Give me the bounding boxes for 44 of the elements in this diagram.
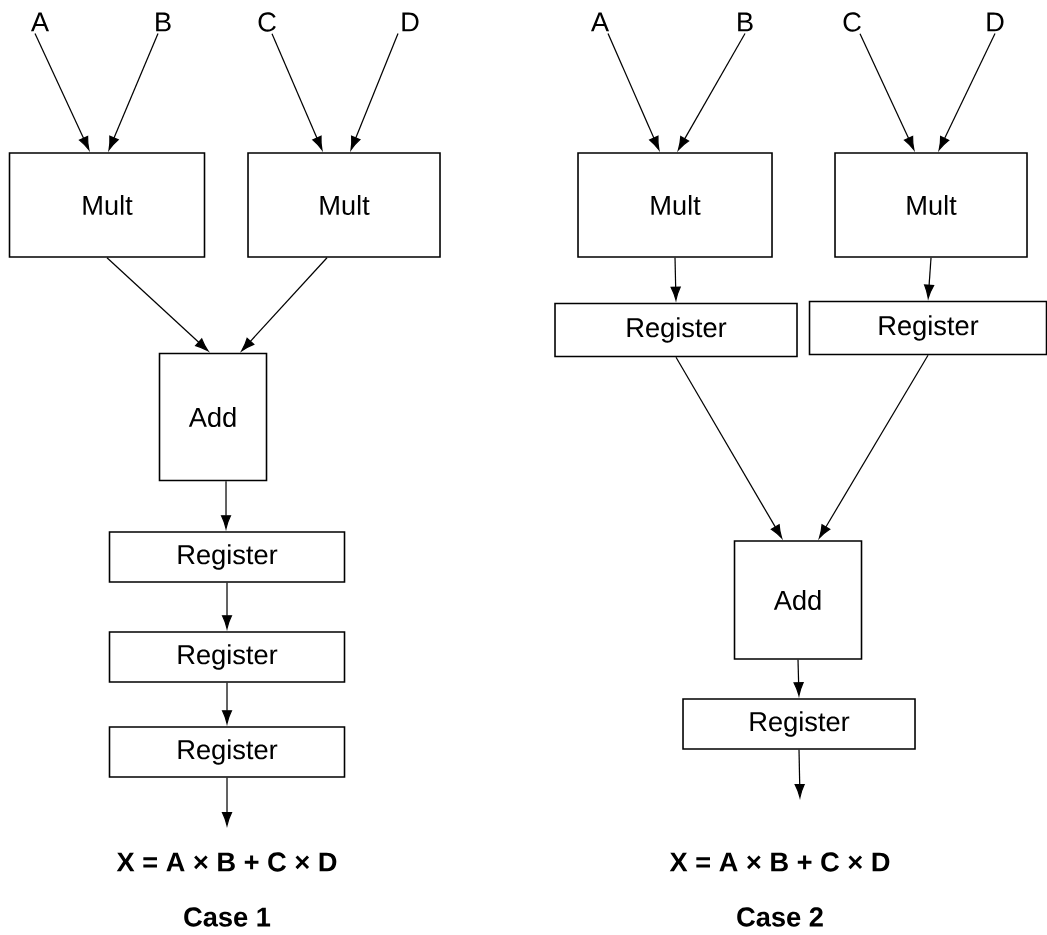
block-box: Register (108, 726, 346, 778)
arrow (271, 33, 323, 151)
arrow (793, 659, 804, 697)
input-label: C (843, 12, 861, 32)
block-box: Mult (577, 152, 773, 258)
block-box: Register (108, 631, 346, 683)
block-box: Register (682, 698, 916, 750)
arrow (34, 32, 90, 151)
arrow (938, 32, 996, 151)
arrow (818, 354, 929, 539)
arrow (675, 356, 783, 539)
block-box: Add (158, 352, 268, 482)
arrow (221, 582, 233, 630)
block-box: Register (554, 302, 798, 358)
input-label: B (156, 12, 171, 32)
formula-text: X = A × B + C × D (669, 852, 890, 872)
arrow (924, 257, 935, 299)
arrow (607, 32, 660, 151)
input-label: A (31, 12, 50, 32)
block-box: Register (108, 531, 346, 583)
arrow (106, 257, 209, 352)
arrow (677, 32, 746, 151)
block-box: Mult (834, 152, 1028, 258)
input-label: D (402, 12, 419, 32)
block-box: Mult (8, 152, 206, 258)
arrow (350, 32, 399, 151)
case-caption: Case 2 (737, 907, 823, 927)
input-label: C (258, 12, 276, 32)
arrow (220, 480, 232, 530)
block-box: Register (808, 300, 1047, 356)
arrow (794, 749, 805, 798)
formula-text: X = A × B + C × D (116, 852, 337, 872)
input-label: B (738, 12, 753, 32)
arrow (108, 32, 159, 151)
arrow (859, 33, 915, 151)
block-box: Add (733, 540, 863, 660)
arrow (670, 257, 681, 301)
block-box: Mult (247, 152, 441, 258)
arrow (221, 682, 233, 725)
arrow (221, 777, 233, 826)
input-label: A (591, 12, 610, 32)
case-caption: Case 1 (184, 907, 271, 927)
input-label: D (987, 12, 1004, 32)
arrow (241, 257, 328, 352)
